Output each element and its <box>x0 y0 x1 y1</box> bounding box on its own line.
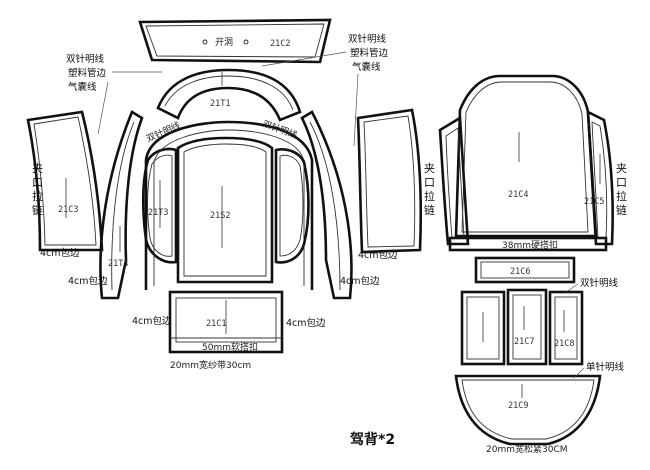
piece-21c5: 21C5 <box>584 109 615 246</box>
note-single-stitch-right: 单针明线 <box>586 361 625 373</box>
code-21c2: 21C2 <box>270 39 290 49</box>
svg-text:链: 链 <box>424 203 435 217</box>
piece-21t3: 21T3 <box>141 147 178 264</box>
piece-right-t3 <box>274 148 310 264</box>
piece-21s2: 21S2 <box>144 120 314 290</box>
note-plastic-piping-top: 塑料管边 <box>350 47 389 59</box>
svg-text:链: 链 <box>32 203 43 217</box>
piece-21c8: 21C8 <box>548 290 584 366</box>
piece-21c4: 21C4 <box>454 74 598 238</box>
piece-c4-left-side <box>438 115 470 246</box>
piece-21c2: 开洞 21C2 <box>138 18 332 64</box>
note-double-stitch-left: 双针明线 <box>66 53 105 65</box>
piece-right-outer <box>356 108 423 254</box>
note-binding-5: 4cm包边 <box>132 315 172 327</box>
hole-mark-left <box>202 39 208 45</box>
note-airbag-left: 气囊线 <box>68 81 97 93</box>
label-elastic-30: 20mm宽纱带30cm <box>170 359 251 371</box>
hard-hook-strip: 38mm硬搭扣 <box>448 236 608 252</box>
piece-21t4: 21T4 <box>99 110 144 300</box>
note-plastic-piping-left: 塑料管边 <box>68 67 107 79</box>
svg-text:拉: 拉 <box>32 189 43 203</box>
note-airbag-top: 气囊线 <box>352 61 381 73</box>
sheet-title: 驾背*2 <box>349 431 395 448</box>
note-binding-2: 4cm包边 <box>68 275 108 287</box>
note-double-stitch-top: 双针明线 <box>348 33 387 45</box>
piece-21c6: 21C6 <box>474 256 576 284</box>
svg-text:口: 口 <box>424 176 435 189</box>
svg-text:链: 链 <box>616 203 627 217</box>
code-21c4: 21C4 <box>508 190 528 200</box>
code-21c9: 21C9 <box>508 401 528 411</box>
piece-21c7: 21C7 <box>506 288 548 366</box>
note-zipper-right-a: 夹 口 拉 链 <box>424 162 435 217</box>
note-double-stitch-right: 双针明线 <box>580 277 619 289</box>
note-zipper-left: 夹 口 拉 链 <box>32 162 43 217</box>
code-21c8: 21C8 <box>554 339 574 349</box>
label-elastic-loose: 20mm宽松紧30CM <box>486 443 568 455</box>
hole-mark-right <box>243 39 249 45</box>
code-21c5: 21C5 <box>584 197 604 207</box>
label-opening: 开洞 <box>215 37 233 48</box>
code-21c1: 21C1 <box>206 319 226 329</box>
piece-21t1: 21T1 <box>156 68 302 122</box>
code-21c3: 21C3 <box>58 205 78 215</box>
note-double-stitch-arc-left: 双针明线 <box>144 119 182 145</box>
piece-21c1: 21C1 50mm软搭扣 <box>168 290 284 354</box>
svg-text:夹: 夹 <box>32 162 43 175</box>
label-hard-hook: 38mm硬搭扣 <box>502 239 558 251</box>
piece-21c9: 21C9 <box>454 374 602 446</box>
label-soft-hook: 50mm软搭扣 <box>202 341 258 353</box>
note-binding-4: 4cm包边 <box>340 275 380 287</box>
svg-text:拉: 拉 <box>424 189 435 203</box>
svg-text:夹: 夹 <box>616 162 627 175</box>
note-zipper-right-b: 夹 口 拉 链 <box>616 162 627 217</box>
note-binding-6: 4cm包边 <box>286 317 326 329</box>
piece-right-t4 <box>300 110 353 300</box>
code-21c7: 21C7 <box>514 337 534 347</box>
code-21t1: 21T1 <box>210 99 230 109</box>
svg-text:拉: 拉 <box>616 189 627 203</box>
code-21t4: 21T4 <box>108 259 128 269</box>
code-21s2: 21S2 <box>210 211 230 221</box>
svg-text:夹: 夹 <box>424 162 435 175</box>
code-21c6: 21C6 <box>510 267 530 277</box>
svg-text:口: 口 <box>32 176 43 189</box>
svg-text:口: 口 <box>616 176 627 189</box>
code-21t3: 21T3 <box>148 208 168 218</box>
note-binding-1: 4cm包边 <box>40 247 80 259</box>
piece-c6-left-panel <box>460 290 506 366</box>
note-binding-3: 4cm包边 <box>358 249 398 261</box>
